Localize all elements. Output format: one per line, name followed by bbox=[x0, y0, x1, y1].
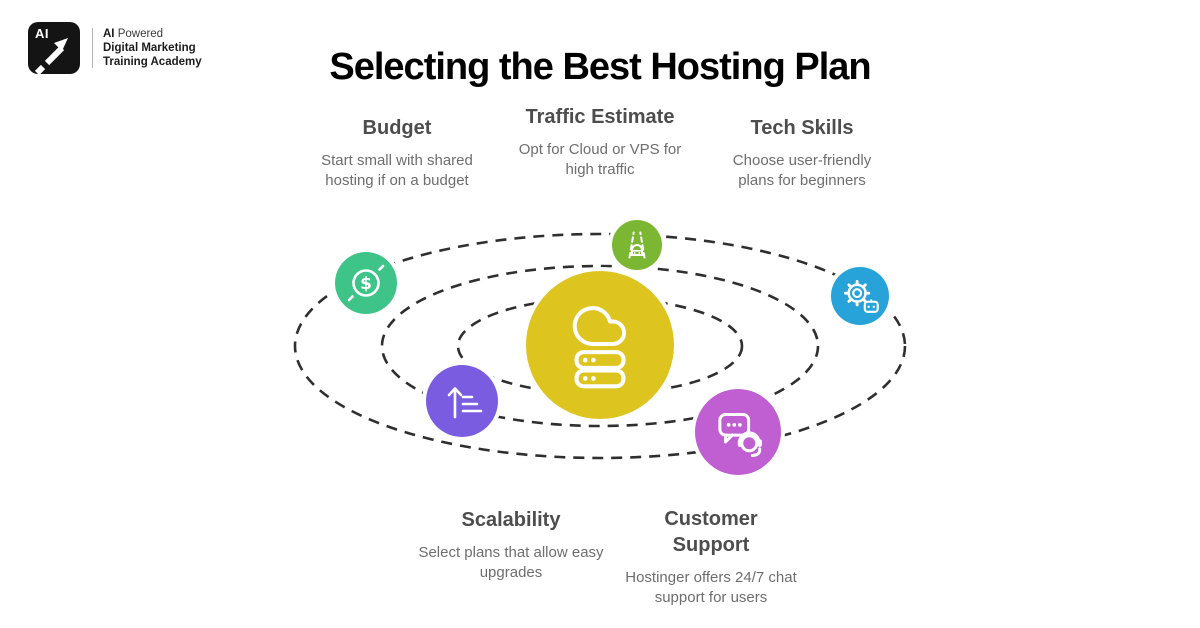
orbit-ring-outer bbox=[293, 232, 907, 460]
logo-badge-text: AI bbox=[35, 26, 49, 41]
tech-skills-label: Tech Skills Choose user-friendly plans f… bbox=[702, 115, 902, 191]
traffic-estimate-label: Traffic Estimate Opt for Cloud or VPS fo… bbox=[498, 104, 702, 180]
scalability-label: Scalability Select plans that allow easy… bbox=[411, 507, 611, 583]
budget-label: Budget Start small with shared hosting i… bbox=[297, 115, 497, 191]
traffic-estimate-title: Traffic Estimate bbox=[525, 106, 675, 128]
budget-description: Start small with shared hosting if on a … bbox=[321, 152, 473, 189]
tech-skills-bubble bbox=[831, 267, 889, 325]
svg-text:$: $ bbox=[360, 274, 372, 294]
gear-robot-icon bbox=[843, 279, 879, 313]
page-title: Selecting the Best Hosting Plan bbox=[329, 46, 871, 89]
logo-line-2: Digital Marketing bbox=[103, 42, 196, 54]
budget-title: Budget bbox=[362, 117, 432, 139]
scalability-title: Scalability bbox=[461, 509, 561, 531]
tech-skills-description: Choose user-friendly plans for beginners bbox=[732, 152, 872, 189]
traffic-road-icon bbox=[628, 231, 646, 259]
traffic-bubble bbox=[612, 220, 662, 270]
logo-text: AI Powered Digital Marketing Training Ac… bbox=[103, 27, 202, 69]
dollar-coin-icon: $ bbox=[347, 264, 385, 302]
customer-support-label: Customer Support Hostinger offers 24/7 c… bbox=[611, 506, 811, 608]
cloud-server-icon bbox=[572, 306, 627, 389]
logo-brand-powered: Powered bbox=[114, 28, 164, 40]
chat-headset-icon bbox=[718, 413, 762, 457]
growth-lines-icon bbox=[447, 387, 483, 419]
logo-brand-ai: AI bbox=[103, 28, 115, 40]
scalability-bubble bbox=[426, 365, 498, 437]
logo-badge: AI bbox=[28, 22, 80, 74]
logo-line-1: AI Powered bbox=[103, 27, 202, 41]
scalability-description: Select plans that allow easy upgrades bbox=[418, 544, 604, 581]
central-hosting-bubble bbox=[526, 271, 674, 419]
brand-logo: AI AI Powered Digital Marketing Training… bbox=[28, 22, 202, 74]
tech-skills-title: Tech Skills bbox=[750, 117, 854, 139]
traffic-estimate-description: Opt for Cloud or VPS for high traffic bbox=[518, 141, 682, 178]
customer-support-description: Hostinger offers 24/7 chat support for u… bbox=[625, 569, 797, 606]
logo-line-3: Training Academy bbox=[103, 56, 202, 68]
logo-divider bbox=[92, 28, 93, 68]
orbit-ring-middle bbox=[380, 264, 820, 428]
customer-support-title: Customer Support bbox=[664, 508, 758, 556]
growth-arrow-icon bbox=[34, 38, 68, 74]
customer-support-bubble bbox=[695, 389, 781, 475]
budget-bubble: $ bbox=[335, 252, 397, 314]
